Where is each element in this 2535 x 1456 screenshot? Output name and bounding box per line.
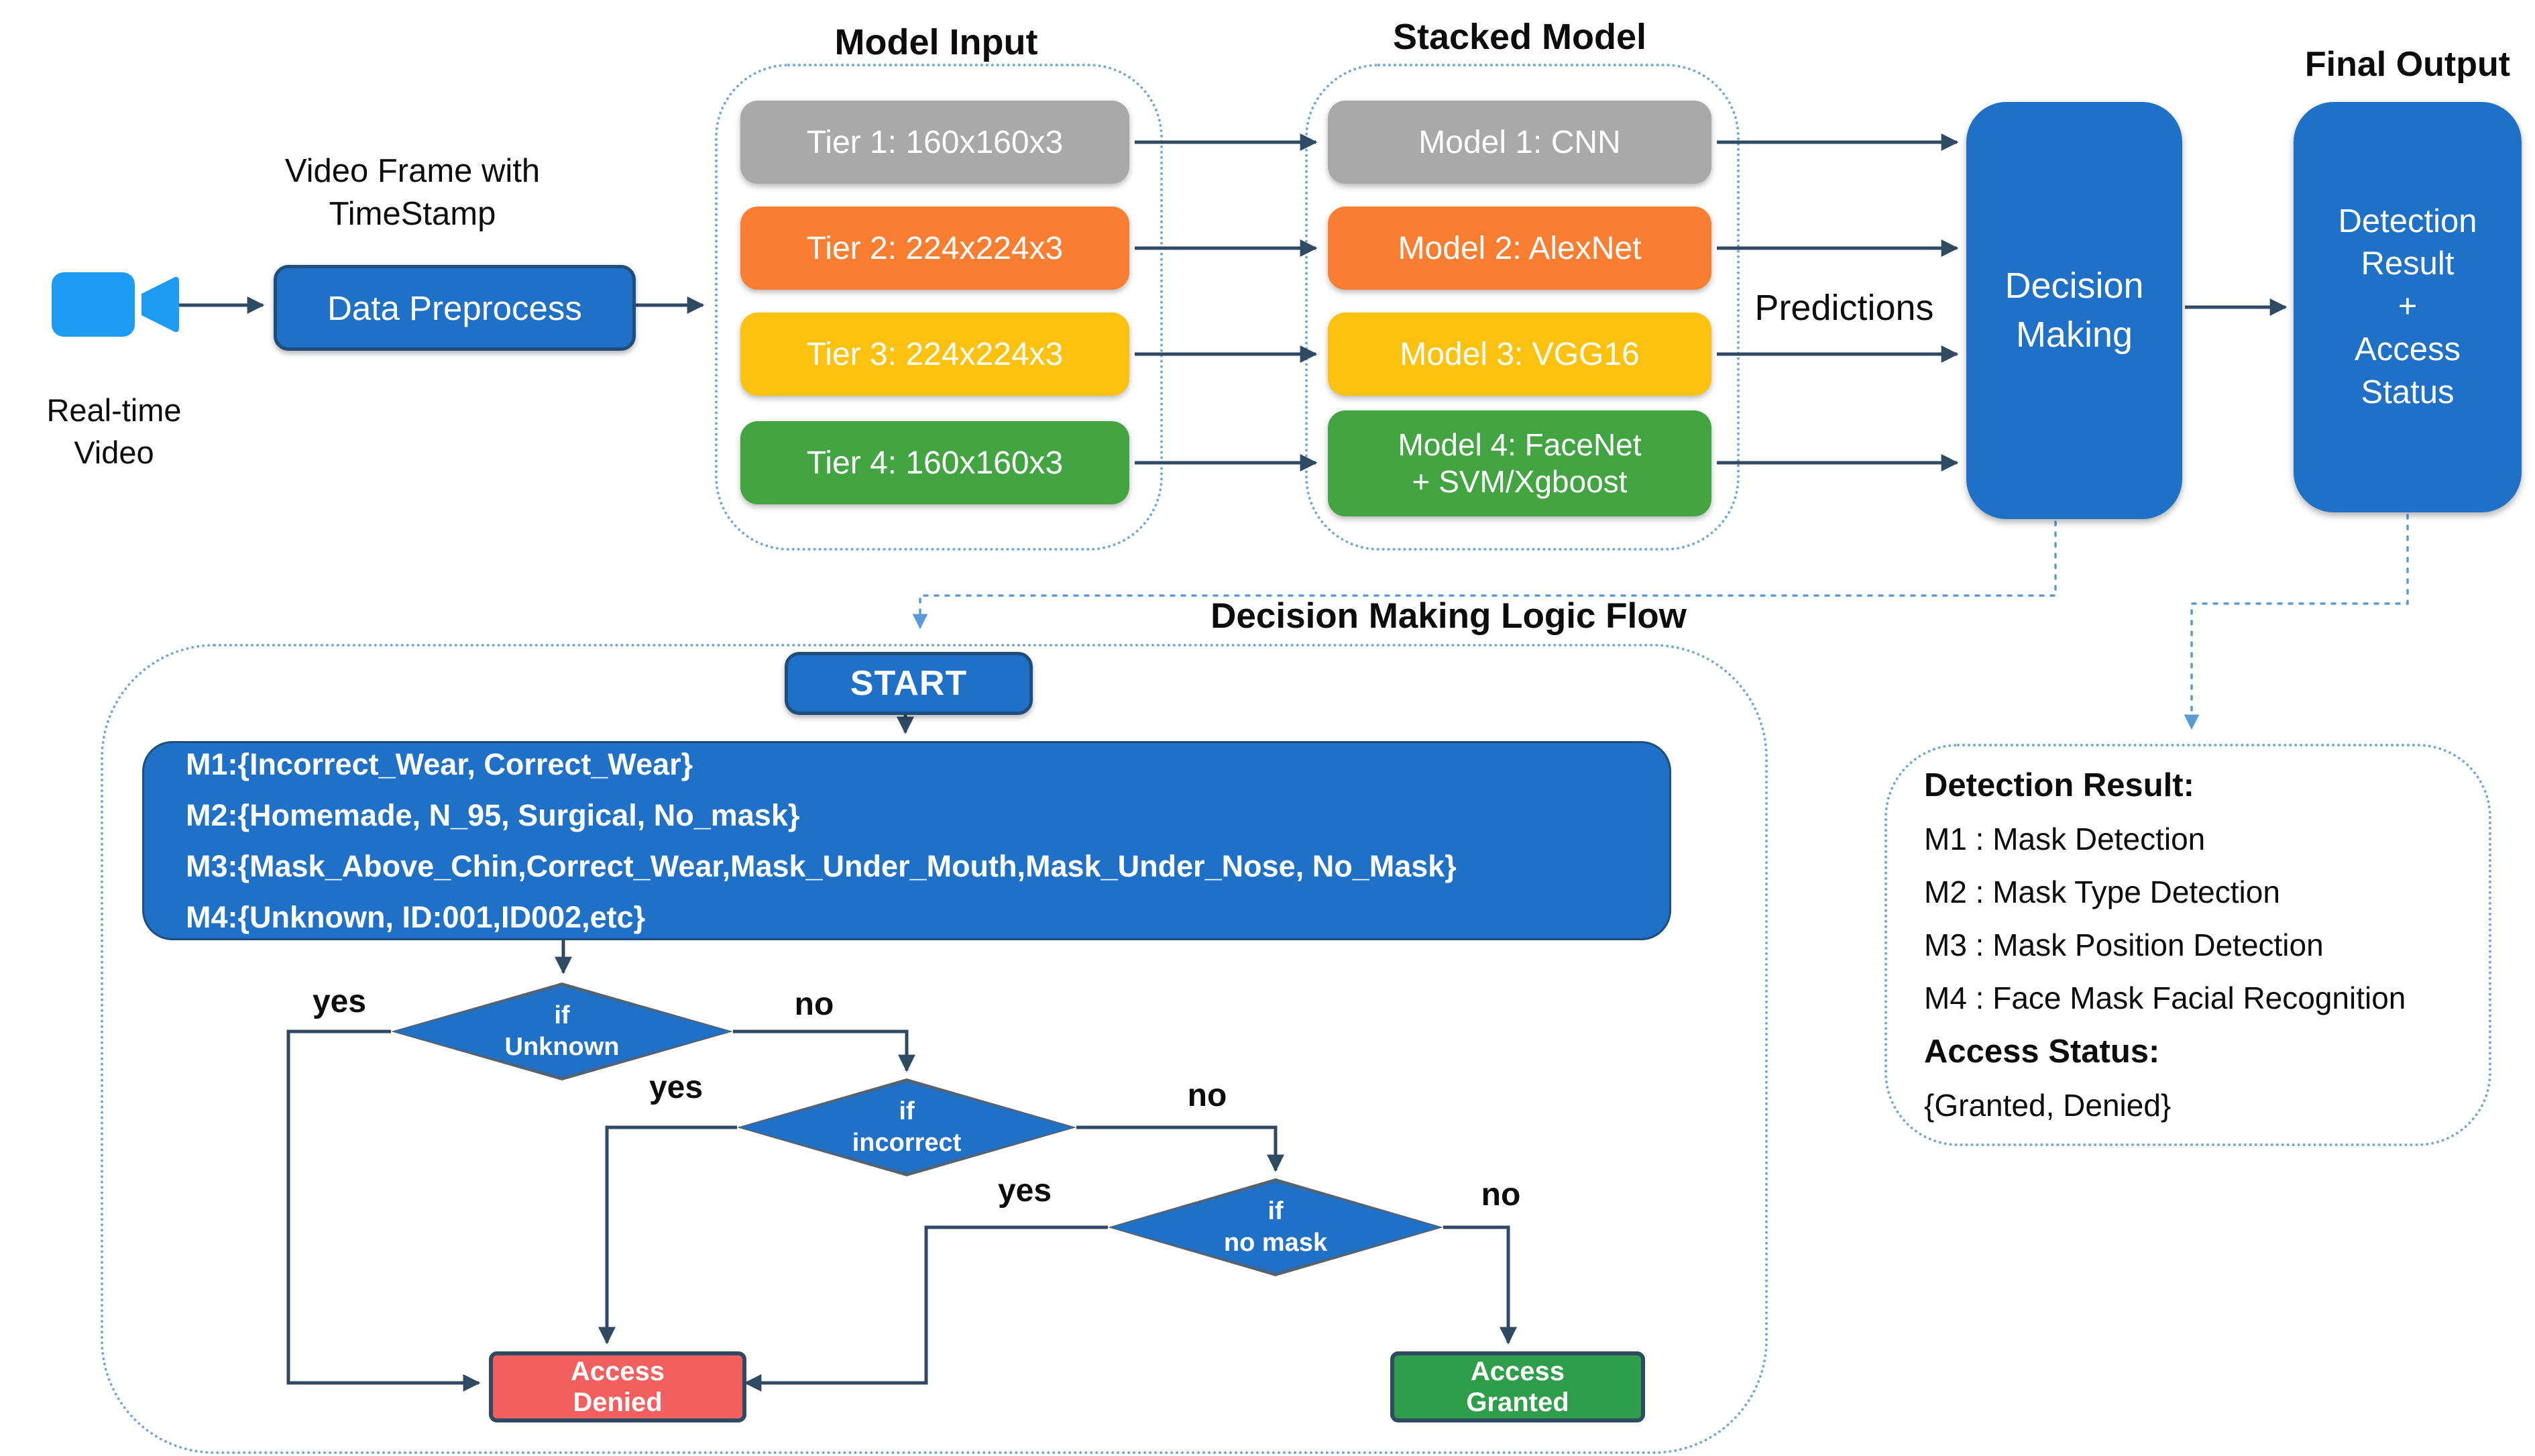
legend-detection-result-title: Detection Result: bbox=[1924, 767, 2194, 803]
incorrect-yes-label: yes bbox=[649, 1070, 703, 1105]
model-4-node: Model 4: FaceNet + SVM/Xgboost bbox=[1328, 410, 1711, 516]
logic-flow-container bbox=[101, 644, 1768, 1454]
video-frame-label: Video Frame with TimeStamp bbox=[284, 153, 541, 232]
legend-panel: Detection Result: M1 : Mask Detection M2… bbox=[1884, 744, 2491, 1146]
model-1-label: Model 1: CNN bbox=[1418, 124, 1621, 160]
tier-3-label: Tier 3: 224x224x3 bbox=[806, 336, 1064, 372]
legend-item-m4: M4 : Face Mask Facial Recognition bbox=[1924, 981, 2406, 1015]
nomask-no-label: no bbox=[1481, 1177, 1521, 1213]
model-2-node: Model 2: AlexNet bbox=[1328, 207, 1711, 290]
tier-2-label: Tier 2: 224x224x3 bbox=[806, 230, 1064, 266]
access-granted-label: Access Granted bbox=[1466, 1357, 1569, 1417]
model-input-title: Model Input bbox=[834, 22, 1038, 62]
realtime-video-label: Real-time Video bbox=[46, 392, 182, 471]
model-2-label: Model 2: AlexNet bbox=[1398, 230, 1642, 266]
tier-1-label: Tier 1: 160x160x3 bbox=[806, 124, 1064, 160]
nomask-yes-label: yes bbox=[997, 1173, 1052, 1209]
video-camera-icon bbox=[52, 272, 179, 337]
model-1-node: Model 1: CNN bbox=[1328, 101, 1711, 184]
dashed-final-to-legend bbox=[2184, 514, 2409, 730]
start-label: START bbox=[850, 664, 968, 703]
model-outputs-node: M1:{Incorrect_Wear, Correct_Wear} M2:{Ho… bbox=[142, 741, 1671, 940]
unknown-no-label: no bbox=[794, 987, 834, 1022]
start-node: START bbox=[785, 652, 1033, 715]
tier-4-node: Tier 4: 160x160x3 bbox=[740, 421, 1129, 504]
legend-item-m2: M2 : Mask Type Detection bbox=[1924, 875, 2280, 909]
final-output-label: Detection Result + Access Status bbox=[2338, 203, 2477, 410]
data-preprocess-node: Data Preprocess bbox=[274, 265, 636, 351]
data-preprocess-label: Data Preprocess bbox=[327, 288, 582, 327]
model-4-label: Model 4: FaceNet + SVM/Xgboost bbox=[1398, 427, 1642, 499]
model-3-label: Model 3: VGG16 bbox=[1400, 336, 1640, 372]
model-output-m4: M4:{Unknown, ID:001,ID002,etc} bbox=[186, 899, 646, 934]
legend-access-status-values: {Granted, Denied} bbox=[1924, 1088, 2172, 1123]
tier-2-node: Tier 2: 224x224x3 bbox=[740, 207, 1129, 290]
model-3-node: Model 3: VGG16 bbox=[1328, 313, 1711, 396]
tier-4-label: Tier 4: 160x160x3 bbox=[806, 445, 1064, 481]
decision-making-node: Decision Making bbox=[1966, 102, 2182, 519]
legend-item-m3: M3 : Mask Position Detection bbox=[1924, 928, 2324, 962]
model-output-m3: M3:{Mask_Above_Chin,Correct_Wear,Mask_Un… bbox=[186, 848, 1457, 883]
access-denied-node: Access Denied bbox=[489, 1351, 746, 1422]
unknown-yes-label: yes bbox=[312, 984, 367, 1019]
legend-item-m1: M1 : Mask Detection bbox=[1924, 822, 2206, 856]
tier-1-node: Tier 1: 160x160x3 bbox=[740, 101, 1129, 184]
logic-flow-title: Decision Making Logic Flow bbox=[1210, 596, 1687, 636]
incorrect-no-label: no bbox=[1187, 1078, 1227, 1113]
predictions-label: Predictions bbox=[1754, 288, 1934, 328]
final-output-title: Final Output bbox=[2304, 45, 2511, 84]
stacked-model-title: Stacked Model bbox=[1392, 17, 1647, 57]
model-output-m1: M1:{Incorrect_Wear, Correct_Wear} bbox=[186, 746, 693, 781]
access-granted-node: Access Granted bbox=[1390, 1351, 1645, 1422]
access-denied-label: Access Denied bbox=[570, 1357, 665, 1417]
tier-3-node: Tier 3: 224x224x3 bbox=[740, 313, 1129, 396]
final-output-node: Detection Result + Access Status bbox=[2294, 102, 2522, 512]
decision-making-label: Decision Making bbox=[2005, 266, 2144, 355]
model-output-m2: M2:{Homemade, N_95, Surgical, No_mask} bbox=[186, 797, 800, 832]
legend-access-status-title: Access Status: bbox=[1924, 1033, 2160, 1070]
